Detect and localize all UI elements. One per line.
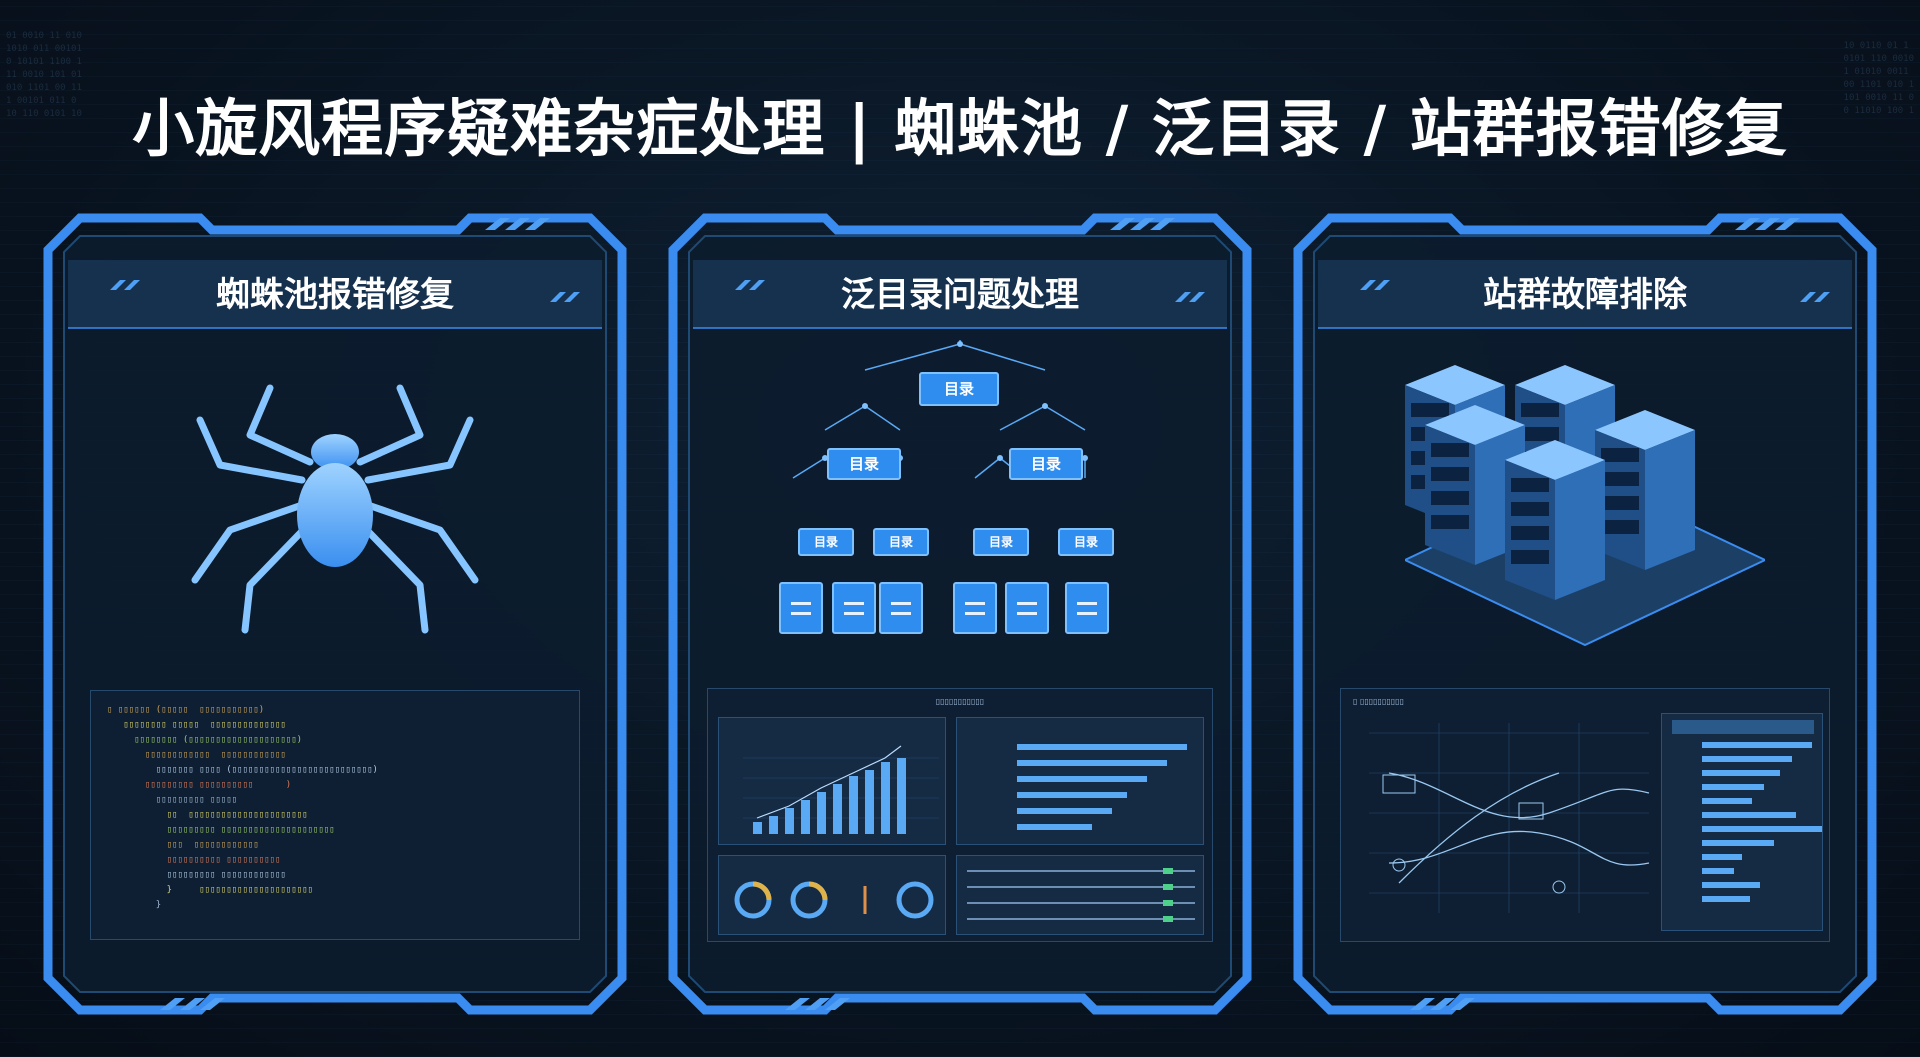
server-cluster-icon xyxy=(1405,365,1765,647)
topology-dashboard: ▯ ▯▯▯▯▯▯▯▯▯▯ xyxy=(1340,688,1830,942)
ranking-bar-widget xyxy=(1661,713,1823,931)
tree-node: 目录 xyxy=(973,528,1029,556)
tree-node: 目录 xyxy=(1009,448,1083,480)
panel-directory: 泛目录问题处理 目录 目录 目录 目录 目录 目录 目录 ▯▯▯▯▯▯▯▯▯▯▯ xyxy=(665,210,1255,1018)
dashboard-panel: ▯▯▯▯▯▯▯▯▯▯▯ xyxy=(707,688,1213,942)
tree-node: 目录 xyxy=(798,528,854,556)
dashboard-header: ▯▯▯▯▯▯▯▯▯▯▯ xyxy=(935,697,985,706)
panel-title: 站群故障排除 xyxy=(1483,275,1687,315)
panel-title: 蜘蛛池报错修复 xyxy=(216,275,454,315)
tree-leaf-file xyxy=(953,582,997,634)
tree-leaf-file xyxy=(832,582,876,634)
tree-node: 目录 xyxy=(827,448,901,480)
bar-chart-widget xyxy=(718,717,946,845)
panel-title: 泛目录问题处理 xyxy=(841,275,1079,315)
tree-leaf-file xyxy=(1065,582,1109,634)
panel-spider-pool: 蜘蛛池报错修复 ▯ ▯▯▯▯▯▯ (▯▯▯▯▯ ▯▯▯▯▯▯▯▯▯▯▯) ▯▯▯… xyxy=(40,210,630,1018)
gauge-widget xyxy=(718,855,946,935)
tree-root-node: 目录 xyxy=(919,372,999,406)
background-code-right: 10 0110 01 1 0101 110 0010 1 01010 0011 … xyxy=(1843,41,1914,116)
topology-graph xyxy=(1369,723,1650,913)
spider-icon xyxy=(191,384,479,634)
tree-node: 目录 xyxy=(873,528,929,556)
background-code-left: 01 0010 11 010 1010 011 00101 0 10101 11… xyxy=(6,31,82,119)
tree-leaf-file xyxy=(779,582,823,634)
page-title: 小旋风程序疑难杂症处理 | 蜘蛛池 / 泛目录 / 站群报错修复 xyxy=(132,92,1788,165)
table-widget xyxy=(956,855,1204,935)
dashboard-header: ▯ ▯▯▯▯▯▯▯▯▯▯ xyxy=(1353,697,1404,706)
tree-leaf-file xyxy=(1005,582,1049,634)
tree-leaf-file xyxy=(879,582,923,634)
code-log-panel: ▯ ▯▯▯▯▯▯ (▯▯▯▯▯ ▯▯▯▯▯▯▯▯▯▯▯) ▯▯▯▯▯▯▯▯ ▯▯… xyxy=(90,690,580,940)
directory-tree-lines xyxy=(792,340,1088,479)
tree-node: 目录 xyxy=(1058,528,1114,556)
panel-site-cluster: 站群故障排除 ▯ ▯▯▯▯▯▯▯▯▯▯ xyxy=(1290,210,1880,1018)
horizontal-bar-widget xyxy=(956,717,1204,845)
